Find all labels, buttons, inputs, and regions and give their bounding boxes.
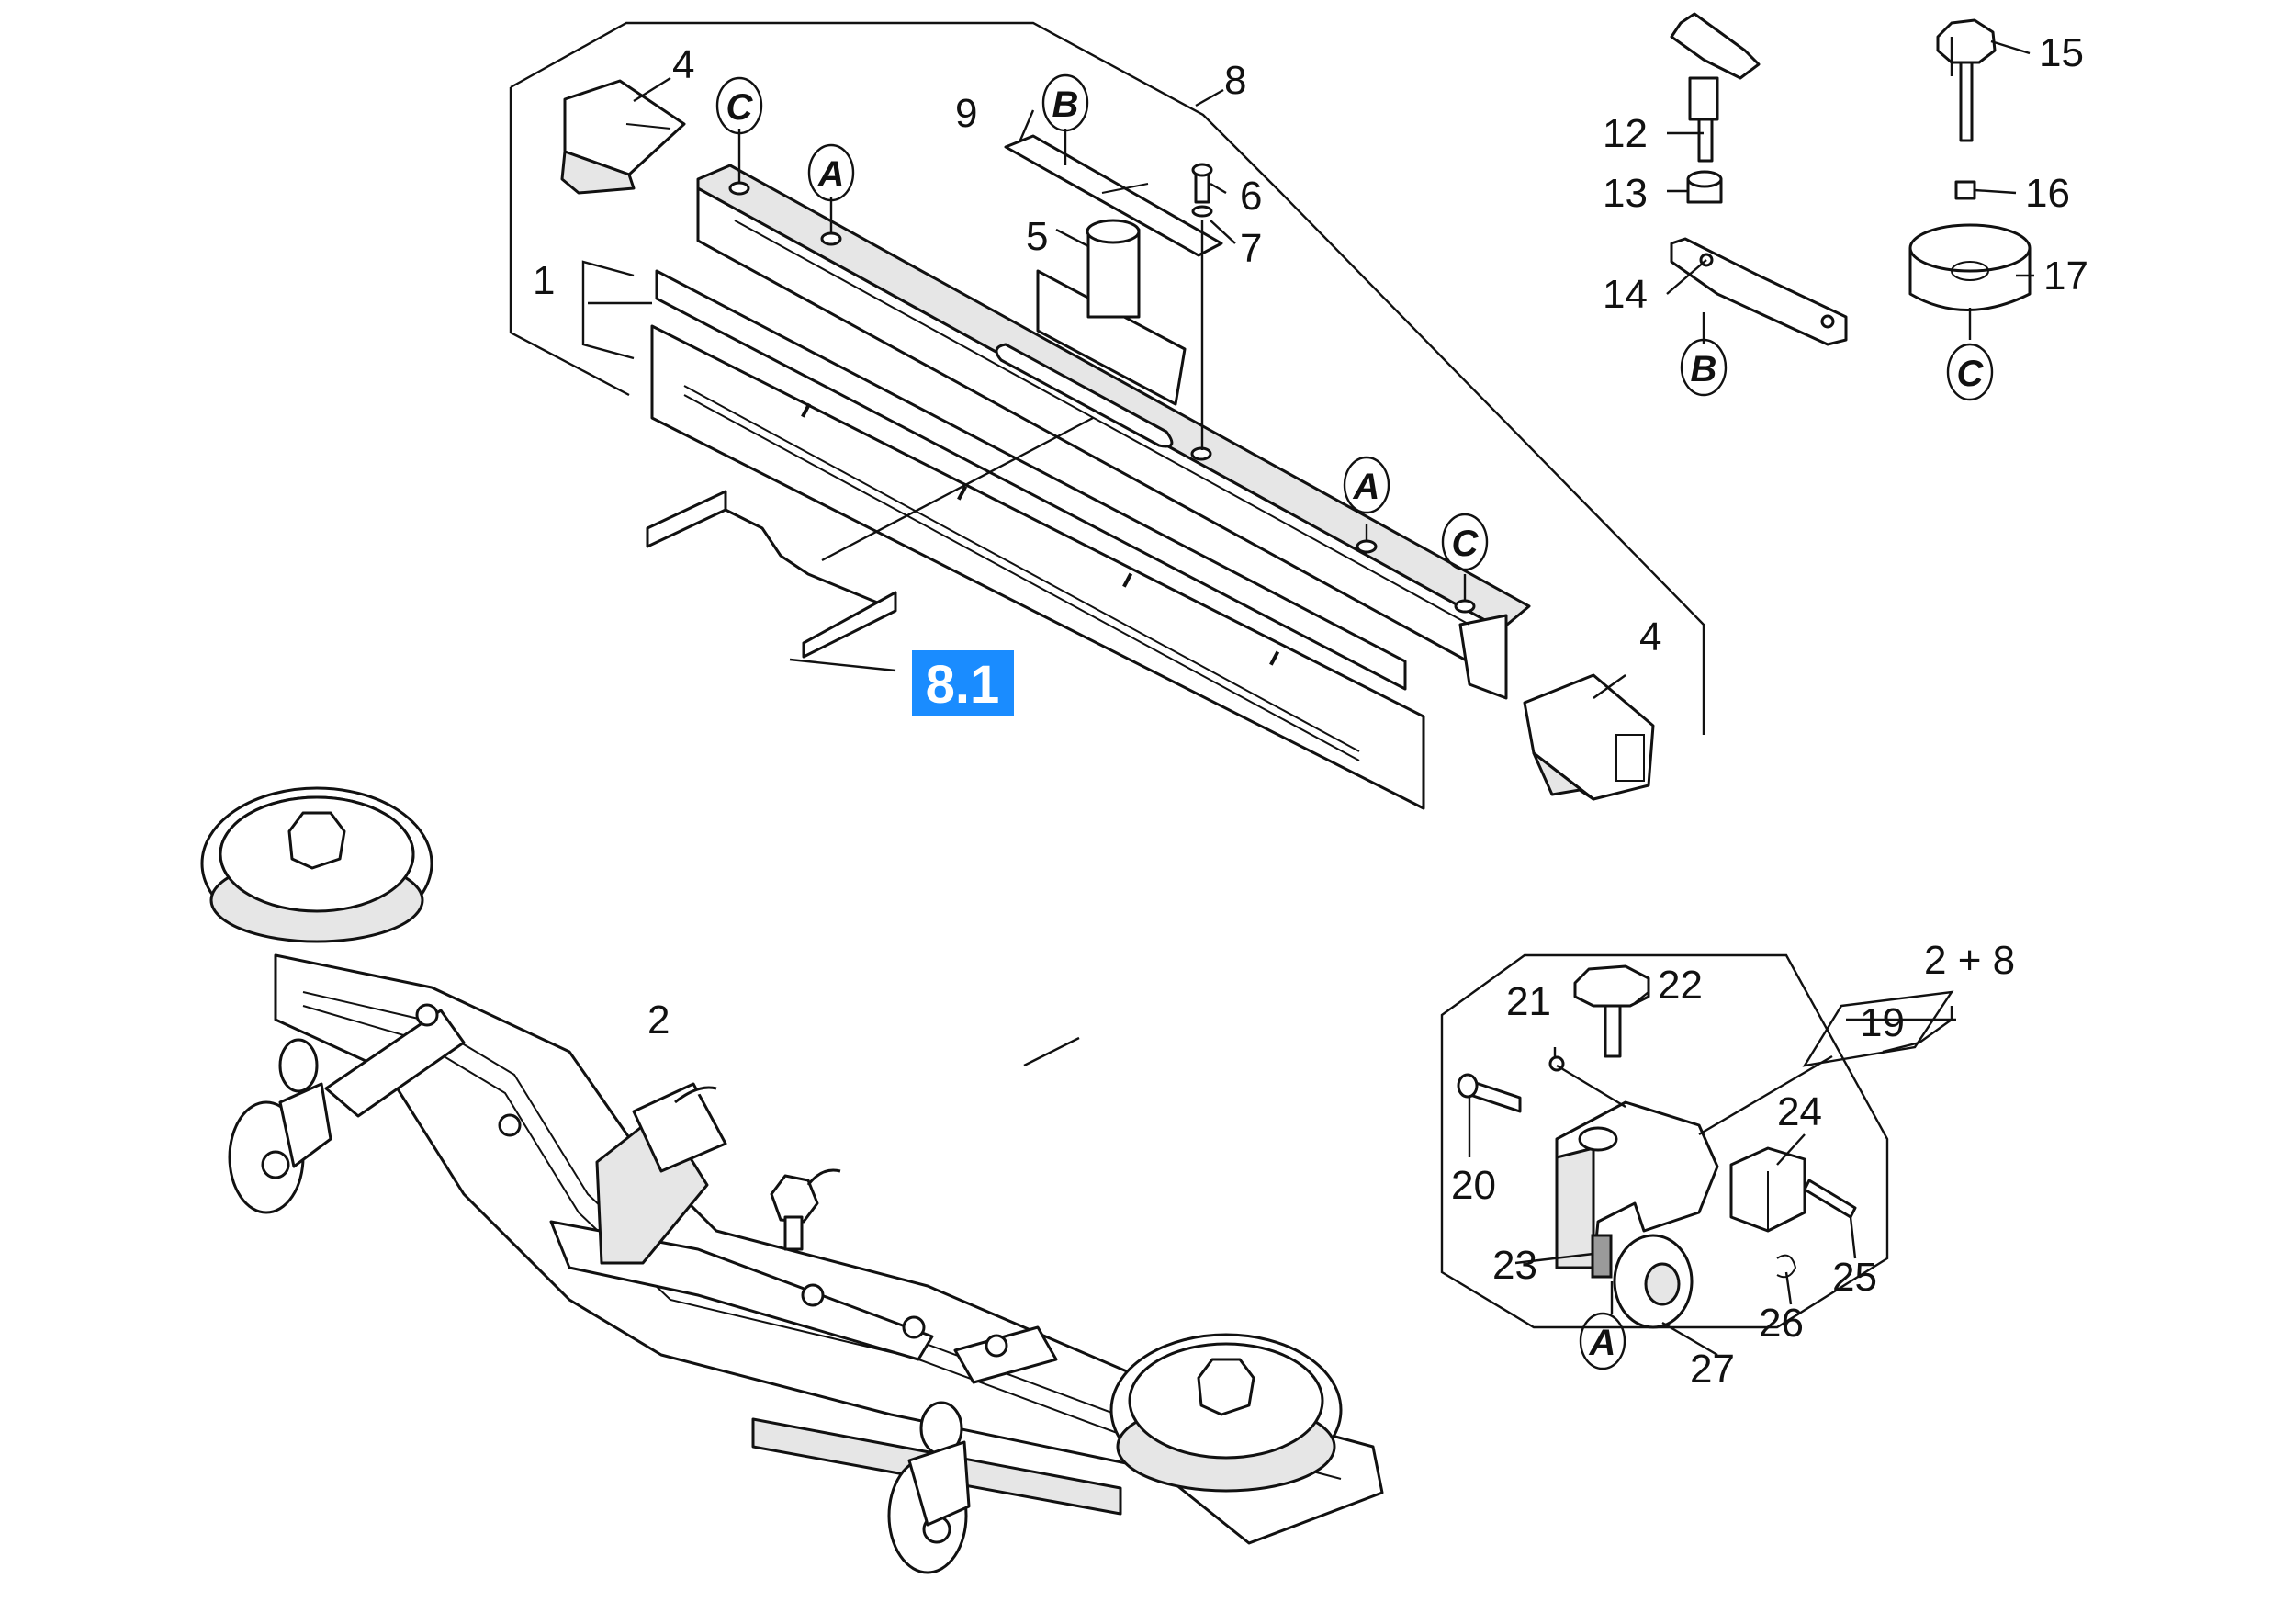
channel-body-part-8 [696, 164, 1531, 700]
callout-19: 19 [1860, 1000, 1905, 1045]
caster-detail-outline [1440, 953, 1889, 1329]
nut-part-16 [1954, 180, 1976, 200]
bracket-part-14 [1670, 237, 1848, 346]
callout-16: 16 [2025, 171, 2070, 216]
end-cap-part-4-right [1523, 673, 1655, 801]
knob-part-15 [1936, 18, 1997, 142]
callout-7: 7 [1240, 226, 1262, 271]
wheel-right [1109, 1333, 1343, 1493]
assembly-8-outline [509, 21, 1705, 735]
blade-strips-part-1 [581, 260, 1425, 810]
ref-letter-b: B [1691, 349, 1717, 389]
ref-letter-a: A [1353, 467, 1380, 507]
wheel-part-27 [1613, 1234, 1694, 1329]
screw-part-6-washer-7 [1191, 163, 1213, 450]
ref-letter-c: C [1957, 354, 1985, 394]
callout-6: 6 [1240, 174, 1262, 219]
callout-24: 24 [1777, 1089, 1822, 1134]
part-number-labels: 4 1 5 6 7 8 9 4 2 12 13 14 15 16 17 2 + … [533, 30, 2088, 1392]
ref-letter-c: C [1452, 524, 1480, 564]
callout-2-plus-8: 2 + 8 [1924, 938, 2015, 983]
clip-part-26 [1776, 1254, 1797, 1279]
callout-4: 4 [672, 42, 694, 87]
caster-housing-part-19 [1555, 1100, 1719, 1269]
bottom-knob [770, 1168, 841, 1251]
reference-letters: C A B A C B C A [715, 73, 1994, 1370]
screw-part-25 [1803, 1179, 1857, 1219]
callout-5: 5 [1026, 214, 1048, 259]
clip-part-8-1 [646, 416, 1094, 659]
ref-letter-b: B [1052, 85, 1079, 125]
callout-8: 8 [1224, 58, 1246, 103]
callout-27: 27 [1690, 1347, 1735, 1392]
highlight-label: 8.1 [926, 655, 1000, 715]
wheel-left [200, 786, 433, 943]
callout-13: 13 [1603, 171, 1648, 216]
highlighted-callout-8-1[interactable]: 8.1 [912, 650, 1014, 716]
hose-neck-part-5 [1036, 219, 1187, 406]
bottom-hose-neck [595, 1082, 727, 1265]
callout-23: 23 [1492, 1243, 1537, 1288]
callout-4-right: 4 [1639, 615, 1661, 660]
spacer-part-13 [1686, 170, 1723, 204]
ref-letter-c: C [726, 87, 754, 128]
roller-part-17 [1908, 223, 2032, 311]
bracket-part-9 [1004, 134, 1223, 257]
caster-right [887, 1325, 1058, 1574]
callout-14: 14 [1603, 272, 1648, 317]
callout-26: 26 [1759, 1301, 1804, 1346]
callout-25: 25 [1832, 1255, 1877, 1300]
callout-9: 9 [955, 91, 977, 136]
end-cap-part-4-left [560, 79, 686, 195]
caster-left [228, 1009, 466, 1214]
callout-12: 12 [1603, 111, 1648, 156]
knob-part-22 [1573, 964, 1650, 1058]
bottom-nuts [415, 1003, 1008, 1358]
callout-19-frame [1802, 990, 1954, 1067]
ref-letter-a: A [1589, 1323, 1616, 1363]
callout-21: 21 [1506, 979, 1551, 1024]
callout-20: 20 [1451, 1163, 1496, 1208]
wing-knob-part-12 [1670, 12, 1761, 163]
callout-17: 17 [2043, 254, 2088, 299]
callout-1: 1 [533, 258, 555, 303]
leader-lines [633, 37, 2034, 1357]
callout-15: 15 [2039, 30, 2084, 75]
callout-22: 22 [1658, 963, 1703, 1008]
ref-letter-a: A [817, 154, 845, 195]
block-part-24 [1729, 1146, 1806, 1233]
callout-2: 2 [647, 998, 670, 1043]
pin-part-20 [1457, 1073, 1522, 1113]
highlight-box [912, 650, 1014, 716]
spring-part-23 [1591, 1234, 1613, 1279]
